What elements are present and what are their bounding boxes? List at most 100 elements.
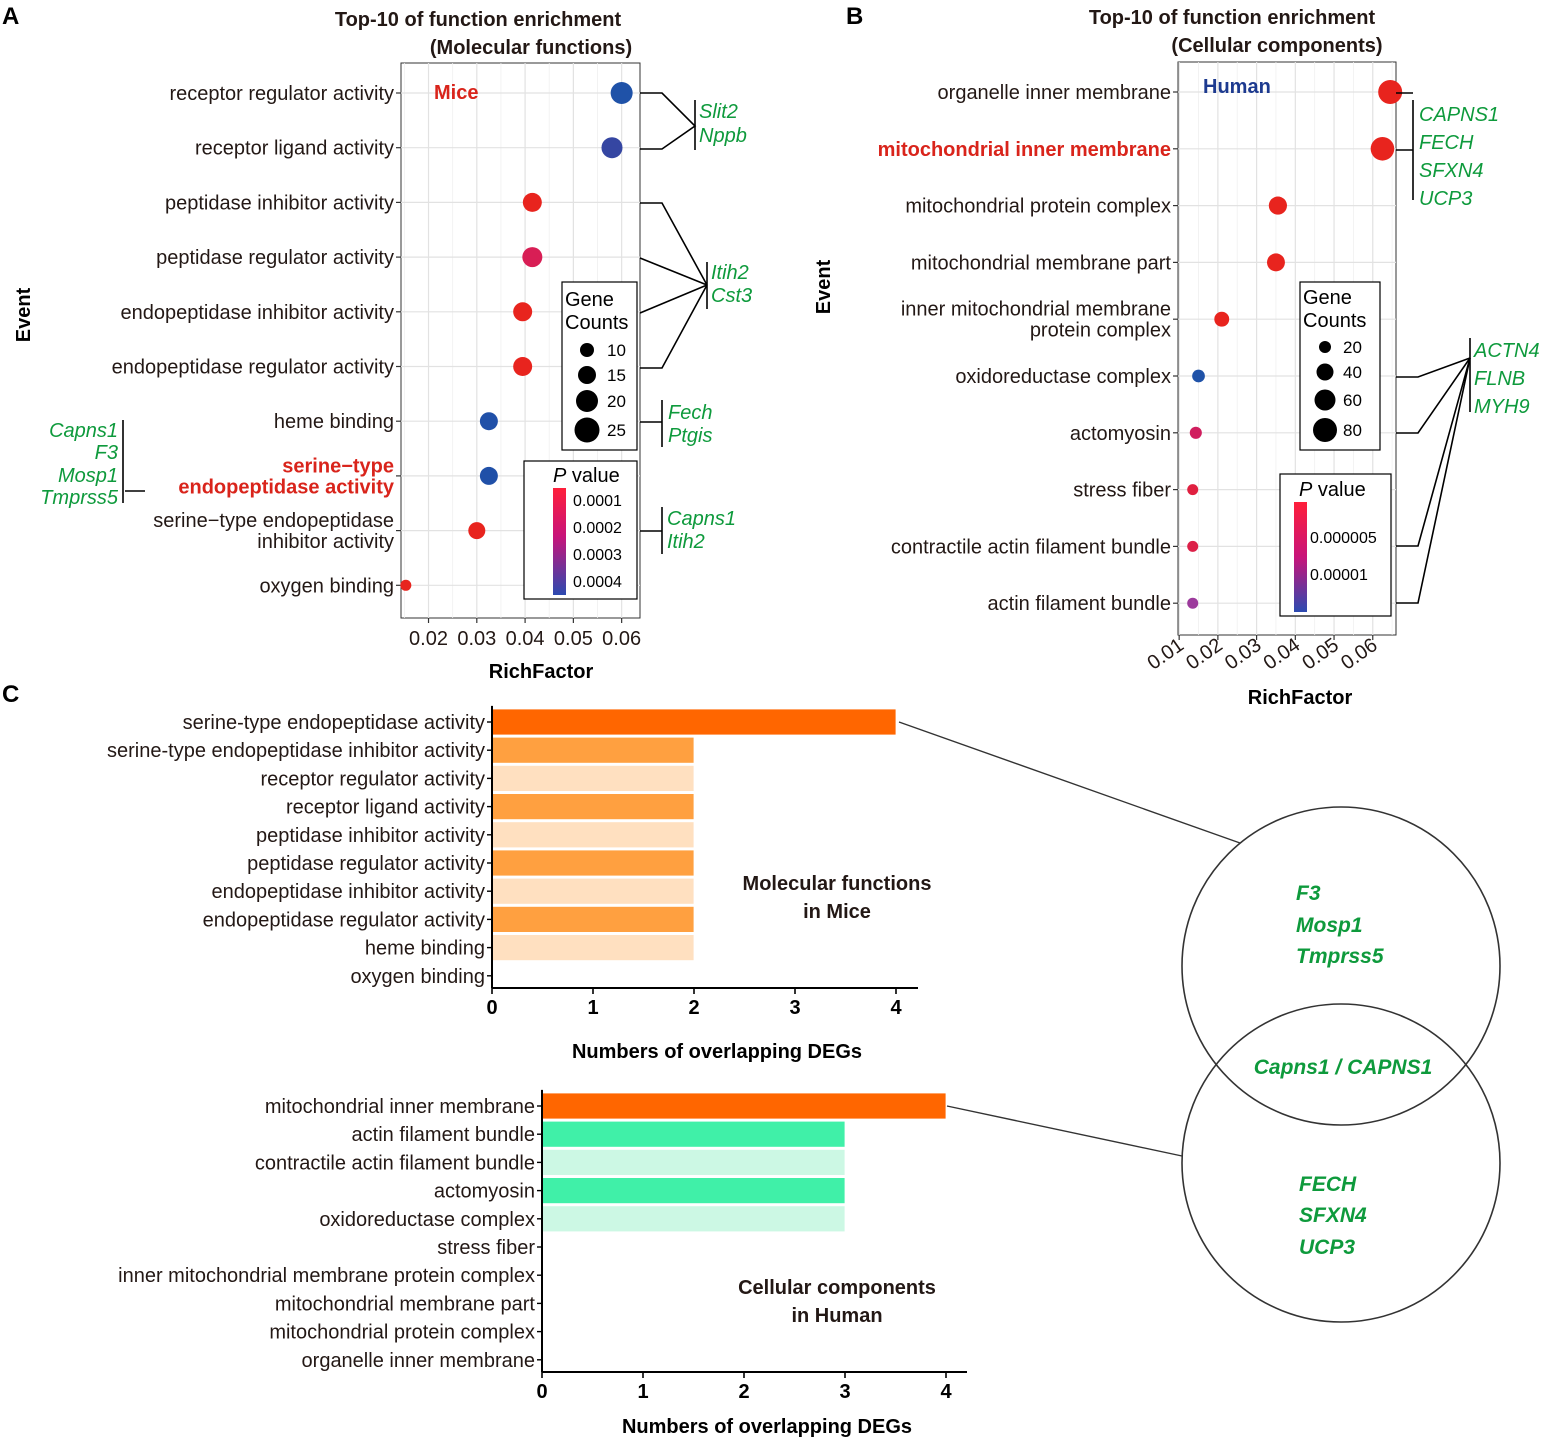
chart-a-gene-brackets — [122, 92, 708, 554]
data-point — [1187, 540, 1199, 552]
bracket-line — [640, 202, 708, 286]
size-legend-box — [1299, 281, 1381, 451]
chart-b-gene-brackets — [1396, 92, 1471, 604]
chart-a-color-legend: P value 0.0001 0.0002 0.0003 0.0004 — [523, 460, 638, 600]
category-label: contractile actin filament bundle — [891, 536, 1171, 558]
category-label: mitochondrial protein complex — [269, 1322, 535, 1344]
chart-a-ylabel: Event — [13, 287, 35, 342]
x-tick-label: 0.05 — [1298, 634, 1343, 674]
category-label: receptor regulator activity — [169, 83, 394, 105]
gene-label: Capns1 — [667, 508, 736, 530]
bar — [541, 1205, 846, 1233]
size-legend-dot — [1316, 363, 1334, 381]
bar — [541, 1120, 846, 1148]
category-label: serine-type endopeptidase activity — [183, 712, 485, 734]
category-label: peptidase regulator activity — [247, 853, 485, 875]
chart-b-annotation: Human — [1203, 76, 1271, 98]
color-legend-title: P value — [553, 465, 620, 487]
data-point — [522, 247, 543, 268]
size-legend-title-2: Counts — [565, 312, 628, 334]
x-tick-label: 0.06 — [602, 628, 641, 650]
category-label: endopeptidase regulator activity — [112, 357, 394, 379]
size-legend-value: 10 — [607, 341, 626, 360]
bar — [491, 765, 695, 792]
bar — [541, 1149, 846, 1176]
chart-c-top-bars — [491, 708, 897, 961]
x-tick-label: 0.05 — [554, 628, 593, 650]
category-label: peptidase regulator activity — [156, 247, 394, 269]
chart-b-title: Top-10 of function enrichment — [1089, 7, 1376, 29]
venn-gene: Tmprss5 — [1296, 945, 1384, 968]
chart-c-bottom-bars — [541, 1092, 947, 1233]
bar — [491, 736, 695, 764]
category-label: mitochondrial membrane part — [911, 252, 1172, 274]
size-legend-value: 60 — [1343, 391, 1362, 410]
bar — [491, 877, 695, 905]
x-tick-label: 0.02 — [1182, 634, 1227, 674]
category-label: inhibitor activity — [257, 531, 394, 553]
category-label: oxidoreductase complex — [955, 366, 1171, 388]
x-tick-label: 4 — [940, 1381, 952, 1403]
chart-c-top-title: Molecular functions — [743, 873, 932, 895]
panel-a: A Top-10 of function enrichment (Molecul… — [2, 3, 752, 683]
gene-label: Slit2 — [699, 101, 738, 123]
category-label: endopeptidase regulator activity — [203, 909, 485, 931]
chart-c-bottom-subtitle: in Human — [791, 1305, 882, 1327]
panel-a-letter: A — [2, 3, 19, 30]
chart-b-points — [1187, 80, 1403, 609]
category-label: actomyosin — [434, 1181, 535, 1203]
x-tick-label: 0.03 — [1221, 634, 1266, 674]
venn-gene: UCP3 — [1299, 1236, 1355, 1259]
data-point — [479, 466, 498, 485]
gene-label: Nppb — [699, 125, 747, 147]
color-legend-tick: 0.0003 — [573, 547, 622, 564]
bar — [491, 821, 695, 849]
color-legend-title-rest: value — [566, 465, 619, 487]
bar — [541, 1177, 846, 1204]
venn-gene: Mosp1 — [1296, 914, 1363, 937]
data-point — [1214, 311, 1230, 327]
connector-line — [946, 1105, 1183, 1157]
size-legend-dot — [580, 343, 594, 357]
chart-a-title: Top-10 of function enrichment — [335, 9, 622, 31]
bracket-line — [640, 284, 708, 369]
panel-c: C serine-type endopeptidase activityseri… — [2, 681, 1501, 1438]
category-label: mitochondrial membrane part — [275, 1293, 536, 1315]
data-point — [479, 412, 498, 431]
x-tick-label: 0 — [486, 997, 497, 1019]
gene-label: CAPNS1 — [1419, 104, 1499, 126]
category-label: stress fiber — [1073, 480, 1171, 502]
data-point — [513, 302, 533, 322]
x-tick-label: 0.04 — [1260, 634, 1305, 674]
size-legend-dot — [1313, 418, 1337, 442]
size-legend-value: 20 — [607, 392, 626, 411]
connector-line — [898, 721, 1241, 844]
bracket-line — [1396, 357, 1471, 547]
category-label: oxygen binding — [259, 575, 394, 597]
category-label: oxygen binding — [350, 966, 485, 988]
bar — [491, 708, 897, 736]
chart-a-category-labels: receptor regulator activity receptor liga… — [112, 83, 401, 597]
category-label: heme binding — [365, 938, 485, 960]
size-legend-title-1: Gene — [1303, 287, 1352, 309]
category-label: mitochondrial inner membrane — [265, 1096, 535, 1118]
color-legend-tick: 0.00001 — [1310, 567, 1368, 584]
bracket-line — [1396, 357, 1471, 378]
bar — [491, 849, 695, 877]
x-tick-label: 0.04 — [506, 628, 545, 650]
data-point — [1266, 253, 1285, 272]
x-tick-label: 1 — [587, 997, 598, 1019]
gene-label: FECH — [1419, 132, 1474, 154]
category-label: inner mitochondrial membrane protein com… — [118, 1265, 535, 1287]
category-label: protein complex — [1030, 320, 1171, 342]
gene-label: UCP3 — [1419, 188, 1472, 210]
category-label: receptor ligand activity — [195, 138, 394, 160]
category-label: stress fiber — [437, 1237, 535, 1259]
category-label: mitochondrial inner membrane — [878, 139, 1171, 161]
